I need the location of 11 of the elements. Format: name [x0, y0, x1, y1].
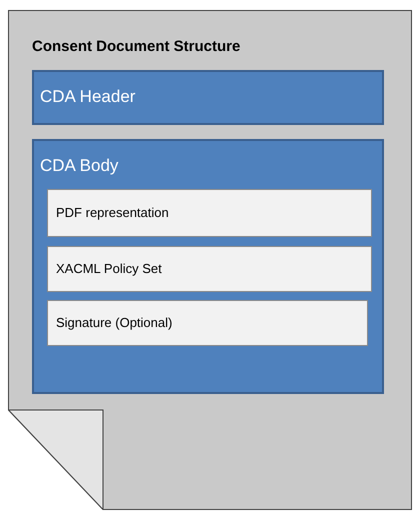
- content-label: Signature (Optional): [56, 314, 172, 332]
- section-box: [32, 70, 384, 125]
- section-title: CDA Header: [40, 86, 136, 108]
- document-title: Consent Document Structure: [32, 37, 240, 57]
- content-label: XACML Policy Set: [56, 260, 162, 278]
- content-box: [47, 189, 372, 237]
- section-title: CDA Body: [40, 155, 118, 177]
- content-label: PDF representation: [56, 204, 169, 222]
- section-box: [32, 139, 384, 394]
- content-box: [47, 300, 368, 346]
- content-box: [47, 246, 372, 292]
